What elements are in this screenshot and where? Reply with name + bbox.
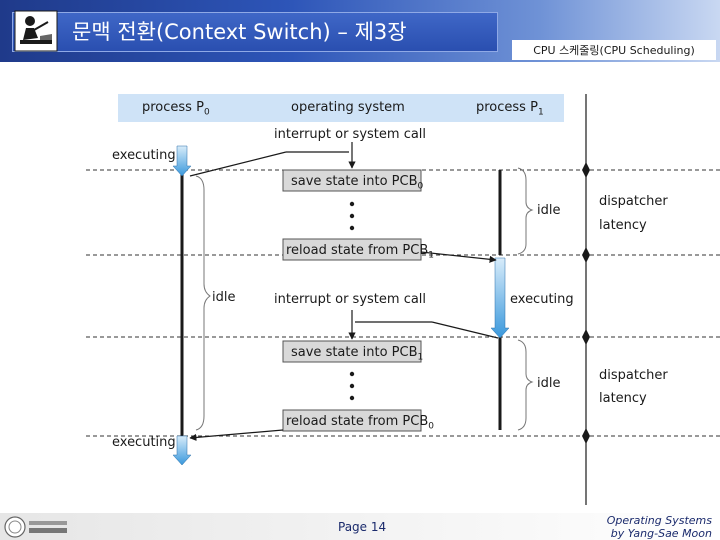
dispatcher-label-2: dispatcher xyxy=(599,368,668,383)
p0-idle-brace xyxy=(195,175,211,431)
control-flow-arrows xyxy=(189,142,499,442)
header-process-p0: process P0 xyxy=(142,100,210,118)
footer-bar xyxy=(0,513,720,540)
slide-subtitle: CPU 스케줄링(CPU Scheduling) xyxy=(512,40,716,60)
university-logo-icon xyxy=(4,516,67,538)
interrupt-label-2: interrupt or system call xyxy=(274,292,427,307)
reload-pcb0-box xyxy=(282,409,422,432)
save-pcb0-label: save state into PCB0 xyxy=(291,174,424,192)
course-name: Operating Systems xyxy=(606,514,712,527)
p0-executing-arrow-top xyxy=(172,145,192,177)
p1-idle-brace-top xyxy=(517,167,534,255)
idle-label-p1-bottom: idle xyxy=(537,376,561,391)
slide-title: 문맥 전환(Context Switch) – 제3장 xyxy=(72,20,407,44)
reload-pcb1-box xyxy=(282,238,422,261)
save-pcb1-label: save state into PCB1 xyxy=(291,345,424,363)
idle-label-p0: idle xyxy=(212,290,236,305)
header-process-p1: process P1 xyxy=(476,100,544,118)
executing-label-p0-bottom: executing xyxy=(112,435,176,450)
latency-label-2: latency xyxy=(599,391,647,406)
p1-idle-brace-bottom xyxy=(517,339,534,431)
p0-executing-arrow-bottom xyxy=(172,435,192,466)
save-pcb1-box xyxy=(282,340,422,363)
executing-label-p1: executing xyxy=(510,292,574,307)
os-continuation-dots xyxy=(349,201,355,401)
course-author: by Yang-Sae Moon xyxy=(610,527,712,540)
idle-label-p1-top: idle xyxy=(537,203,561,218)
page-number: Page 14 xyxy=(338,520,387,534)
dispatcher-label-1: dispatcher xyxy=(599,194,668,209)
latency-arrows xyxy=(582,162,590,444)
course-credit: Operating Systems by Yang-Sae Moon xyxy=(607,514,712,540)
executing-label-p0-top: executing xyxy=(112,148,176,163)
p1-executing-arrow xyxy=(490,257,510,339)
presenter-at-desk-icon xyxy=(14,10,58,52)
context-switch-diagram xyxy=(86,94,720,505)
save-pcb0-box xyxy=(282,169,422,192)
latency-label-1: latency xyxy=(599,218,647,233)
header-band xyxy=(118,94,564,122)
reload-pcb1-label: reload state from PCB1 xyxy=(286,243,434,261)
title-box xyxy=(12,12,498,52)
reload-pcb0-label: reload state from PCB0 xyxy=(286,414,434,432)
header-operating-system: operating system xyxy=(291,100,405,115)
interrupt-label-1: interrupt or system call xyxy=(274,127,427,142)
